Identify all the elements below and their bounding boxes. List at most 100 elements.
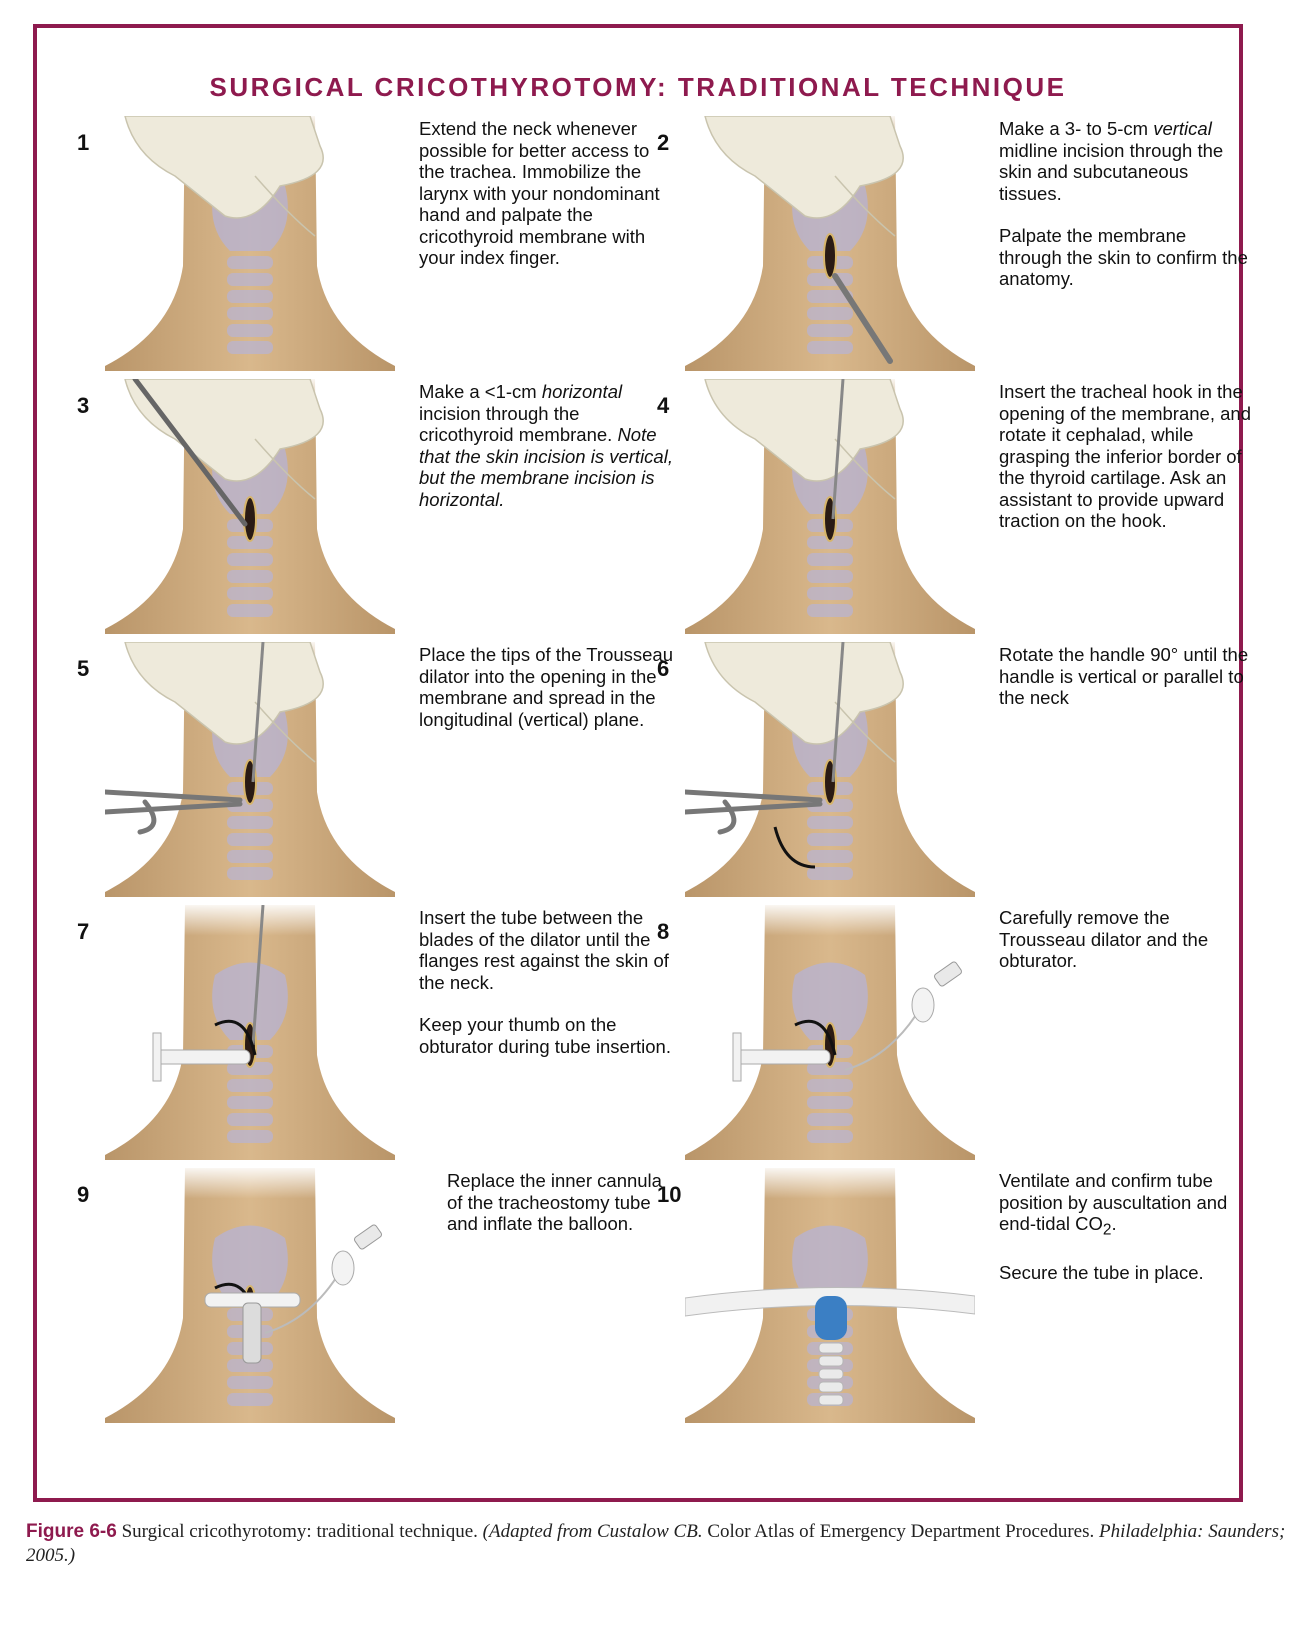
tracheostomy-tube (734, 1049, 831, 1065)
step-panel-3: 3 Make a <1-cm horizontal incision throu… (67, 379, 673, 641)
neck-illustration-9 (105, 1168, 395, 1423)
corrugated-tubing (818, 1381, 844, 1393)
neck-drawing (685, 379, 975, 634)
neck-drawing (105, 905, 395, 1160)
step-text: Carefully remove the Trousseau dilator a… (999, 907, 1209, 971)
neck-illustration-10 (685, 1168, 975, 1423)
neck-illustration-5 (105, 642, 395, 897)
rotation-arrow (794, 1019, 837, 1056)
step-description: Replace the inner cannula of the tracheo… (447, 1170, 677, 1235)
step-number: 10 (657, 1182, 682, 1207)
step-text: Place the tips of the Trousseau dilator … (419, 644, 674, 730)
tracheal-hook (251, 905, 265, 1046)
neck-drawing (105, 1168, 395, 1423)
step-panel-2: 2 Make a 3- to 5-cm vertical midline inc… (647, 116, 1248, 378)
trousseau-dilator (105, 789, 243, 835)
step-text: Ventilate and confirm tube position by a… (999, 1170, 1228, 1239)
neck-illustration-3 (105, 379, 395, 634)
pilot-balloon (331, 1250, 355, 1286)
neck-illustration-6 (685, 642, 975, 897)
step-text: Replace the inner cannula of the tracheo… (447, 1170, 662, 1234)
scalpel (832, 273, 893, 364)
gloved-hand (124, 379, 324, 482)
gloved-hand (124, 642, 324, 745)
neck-drawing (685, 1168, 975, 1423)
neck-drawing (685, 116, 975, 371)
step-number: 5 (77, 656, 90, 681)
step-text: Make a <1-cm horizontal incision through… (419, 381, 673, 510)
corrugated-tubing (818, 1368, 844, 1380)
step-panel-6: 6 Rotate the handle 90° until the handle… (647, 642, 1248, 904)
step-description: Make a <1-cm horizontal incision through… (419, 381, 674, 510)
step-description: Ventilate and confirm tube position by a… (999, 1170, 1254, 1284)
blue-tube-connector (815, 1296, 847, 1340)
step-text: Make a 3- to 5-cm vertical midline incis… (999, 118, 1224, 204)
neck-drawing (685, 642, 975, 897)
syringe (934, 961, 962, 987)
step-text: Rotate the handle 90° until the handle i… (999, 644, 1249, 708)
step-description: Rotate the handle 90° until the handle i… (999, 644, 1254, 709)
step-panel-8: 8 Carefully remove the Trousseau dilator… (647, 905, 1237, 1167)
corrugated-tubing (818, 1355, 844, 1367)
step-panel-7: 7 Insert the tube between the blades of … (67, 905, 671, 1167)
step-text: Insert the tracheal hook in the opening … (999, 381, 1251, 531)
finger (834, 701, 896, 763)
step-description: Place the tips of the Trousseau dilator … (419, 644, 674, 730)
gloved-hand (704, 379, 904, 482)
inner-cannula (242, 1302, 262, 1364)
step-text: Palpate the membrane through the skin to… (999, 225, 1248, 289)
tracheal-hook (831, 379, 845, 520)
corrugated-tubing (818, 1394, 844, 1406)
step-text: Secure the tube in place. (999, 1262, 1204, 1284)
incision (823, 233, 837, 279)
finger (834, 175, 896, 237)
step-number: 9 (77, 1182, 90, 1207)
tube-flange (732, 1032, 742, 1082)
figure-frame: SURGICAL CRICOTHYROTOMY: TRADITIONAL TEC… (33, 24, 1251, 1502)
step-number: 4 (657, 393, 670, 418)
corrugated-tubing (818, 1342, 844, 1354)
neck-illustration-8 (685, 905, 975, 1160)
gloved-hand (124, 116, 324, 219)
gloved-hand (704, 642, 904, 745)
rotation-arrow (214, 1019, 257, 1056)
pilot-balloon (911, 987, 935, 1023)
step-description: Insert the tracheal hook in the opening … (999, 381, 1254, 532)
neck-drawing (105, 379, 395, 634)
step-number: 6 (657, 656, 670, 681)
finger (254, 438, 316, 500)
step-number: 1 (77, 130, 90, 155)
step-panel-10: 10 Ventilate and confirm tube position b… (647, 1168, 1237, 1430)
step-number: 3 (77, 393, 90, 418)
neck-illustration-2 (685, 116, 975, 371)
trousseau-dilator (685, 789, 823, 835)
scalpel (132, 379, 248, 527)
step-panel-9: 9 Replace the inner cannula of the trach… (67, 1168, 662, 1430)
rotation-arrow (773, 826, 816, 869)
step-panel-1: 1 Extend the neck whenever possible for … (67, 116, 660, 378)
syringe (354, 1224, 382, 1250)
neck-drawing (105, 116, 395, 371)
step-description: Carefully remove the Trousseau dilator a… (999, 907, 1254, 972)
finger (254, 701, 316, 763)
figure-label: Figure 6-6 (26, 1521, 117, 1542)
step-description: Extend the neck whenever possible for be… (419, 118, 674, 269)
step-number: 8 (657, 919, 670, 944)
tracheal-hook (831, 642, 845, 783)
neck-illustration-4 (685, 379, 975, 634)
step-text: Keep your thumb on the obturator during … (419, 1014, 671, 1057)
neck-illustration-7 (105, 905, 395, 1160)
gloved-hand (704, 116, 904, 219)
neck-illustration-1 (105, 116, 395, 371)
incision (243, 496, 257, 542)
step-description: Insert the tube between the blades of th… (419, 907, 674, 1057)
neck-drawing (685, 905, 975, 1160)
step-text: Extend the neck whenever possible for be… (419, 118, 660, 268)
neck-drawing (105, 642, 395, 897)
step-description: Make a 3- to 5-cm vertical midline incis… (999, 118, 1254, 290)
figure-caption: Figure 6-6 Surgical cricothyrotomy: trad… (26, 1521, 1286, 1566)
tracheostomy-tube (154, 1049, 251, 1065)
tube-flange (152, 1032, 162, 1082)
step-panel-4: 4 Insert the tracheal hook in the openin… (647, 379, 1251, 641)
step-text: Insert the tube between the blades of th… (419, 907, 669, 993)
